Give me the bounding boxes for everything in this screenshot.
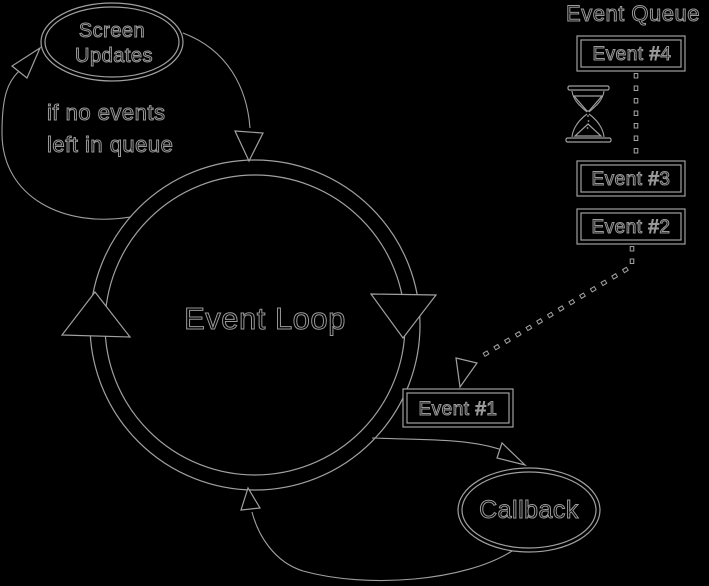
arrow-curve xyxy=(251,511,513,582)
hourglass-sand-dot xyxy=(587,120,590,122)
event-label: Event #3 xyxy=(592,169,671,190)
event-box-outer xyxy=(576,208,686,245)
queue-item-event-4: Event #4 xyxy=(576,35,686,72)
ring-arrowhead-down-icon xyxy=(369,293,438,340)
condition-line2: left in queue xyxy=(47,132,173,157)
queue-item-event-3: Event #3 xyxy=(576,160,686,197)
event-label: Event #1 xyxy=(419,399,498,420)
arrow-curve xyxy=(182,32,251,129)
hourglass-top-bar xyxy=(567,85,610,91)
event-label: Event #2 xyxy=(592,217,671,238)
callback-label: Callback xyxy=(479,496,579,524)
hourglass-upper-sand xyxy=(572,95,604,112)
event-box-inner xyxy=(580,164,682,193)
event-label: Event #4 xyxy=(593,44,672,65)
arrowhead-up-right-icon xyxy=(10,46,42,79)
event-queue-section: Event Queue Event #4 Eve xyxy=(455,1,700,389)
event-box-inner xyxy=(406,392,510,424)
event-queue-title: Event Queue xyxy=(566,1,700,26)
ring-arrowhead-up-icon xyxy=(60,291,132,338)
event-loop-node: Event Loop xyxy=(60,159,438,491)
event-box-outer xyxy=(576,160,686,197)
dashed-line-core xyxy=(481,246,634,358)
callback-node: Callback xyxy=(457,467,601,553)
arrow-loop-to-screen-updates xyxy=(1,46,131,220)
dispatched-event-node: Event #1 xyxy=(402,388,514,428)
arrowhead-up-icon xyxy=(240,486,261,511)
hourglass-icon xyxy=(565,85,612,143)
event-box-outer xyxy=(402,388,514,428)
screen-updates-label-line2: Updates xyxy=(75,45,153,67)
screen-updates-ellipse-inner xyxy=(44,6,180,78)
queue-item-event-2: Event #2 xyxy=(576,208,686,245)
hourglass-sand-dot xyxy=(586,127,589,129)
screen-updates-label-line1: Screen xyxy=(79,20,145,42)
hourglass-upper-glass xyxy=(571,90,605,113)
hourglass-lower-glass xyxy=(571,113,605,138)
arrow-loop-to-callback xyxy=(371,437,528,467)
event-box-inner xyxy=(580,212,682,241)
dispatch-dashed-arrow xyxy=(455,246,635,389)
screen-updates-node: Screen Updates xyxy=(40,2,184,82)
dispatch-arrowhead-icon xyxy=(455,357,479,389)
condition-annotation: if no events left in queue xyxy=(47,100,174,158)
dashed-line xyxy=(480,246,635,358)
hourglass-sand-dot xyxy=(587,115,589,117)
condition-line1: if no events xyxy=(47,100,166,125)
hourglass-lower-sand xyxy=(573,123,603,137)
event-box-outer xyxy=(576,35,686,72)
arrowhead-down-icon xyxy=(234,130,264,163)
event-loop-label: Event Loop xyxy=(184,301,346,336)
callback-ellipse-inner xyxy=(461,471,597,549)
arrow-curve xyxy=(371,437,503,451)
screen-updates-ellipse-outer xyxy=(40,2,184,82)
arrowhead-down-right-icon xyxy=(496,441,528,467)
arrow-curve xyxy=(1,70,131,220)
arrow-screen-updates-to-loop xyxy=(182,32,264,163)
arrow-callback-to-loop xyxy=(240,486,513,582)
hourglass-bottom-bar xyxy=(565,137,612,143)
event-box-inner xyxy=(580,39,682,68)
callback-ellipse-outer xyxy=(457,467,601,553)
